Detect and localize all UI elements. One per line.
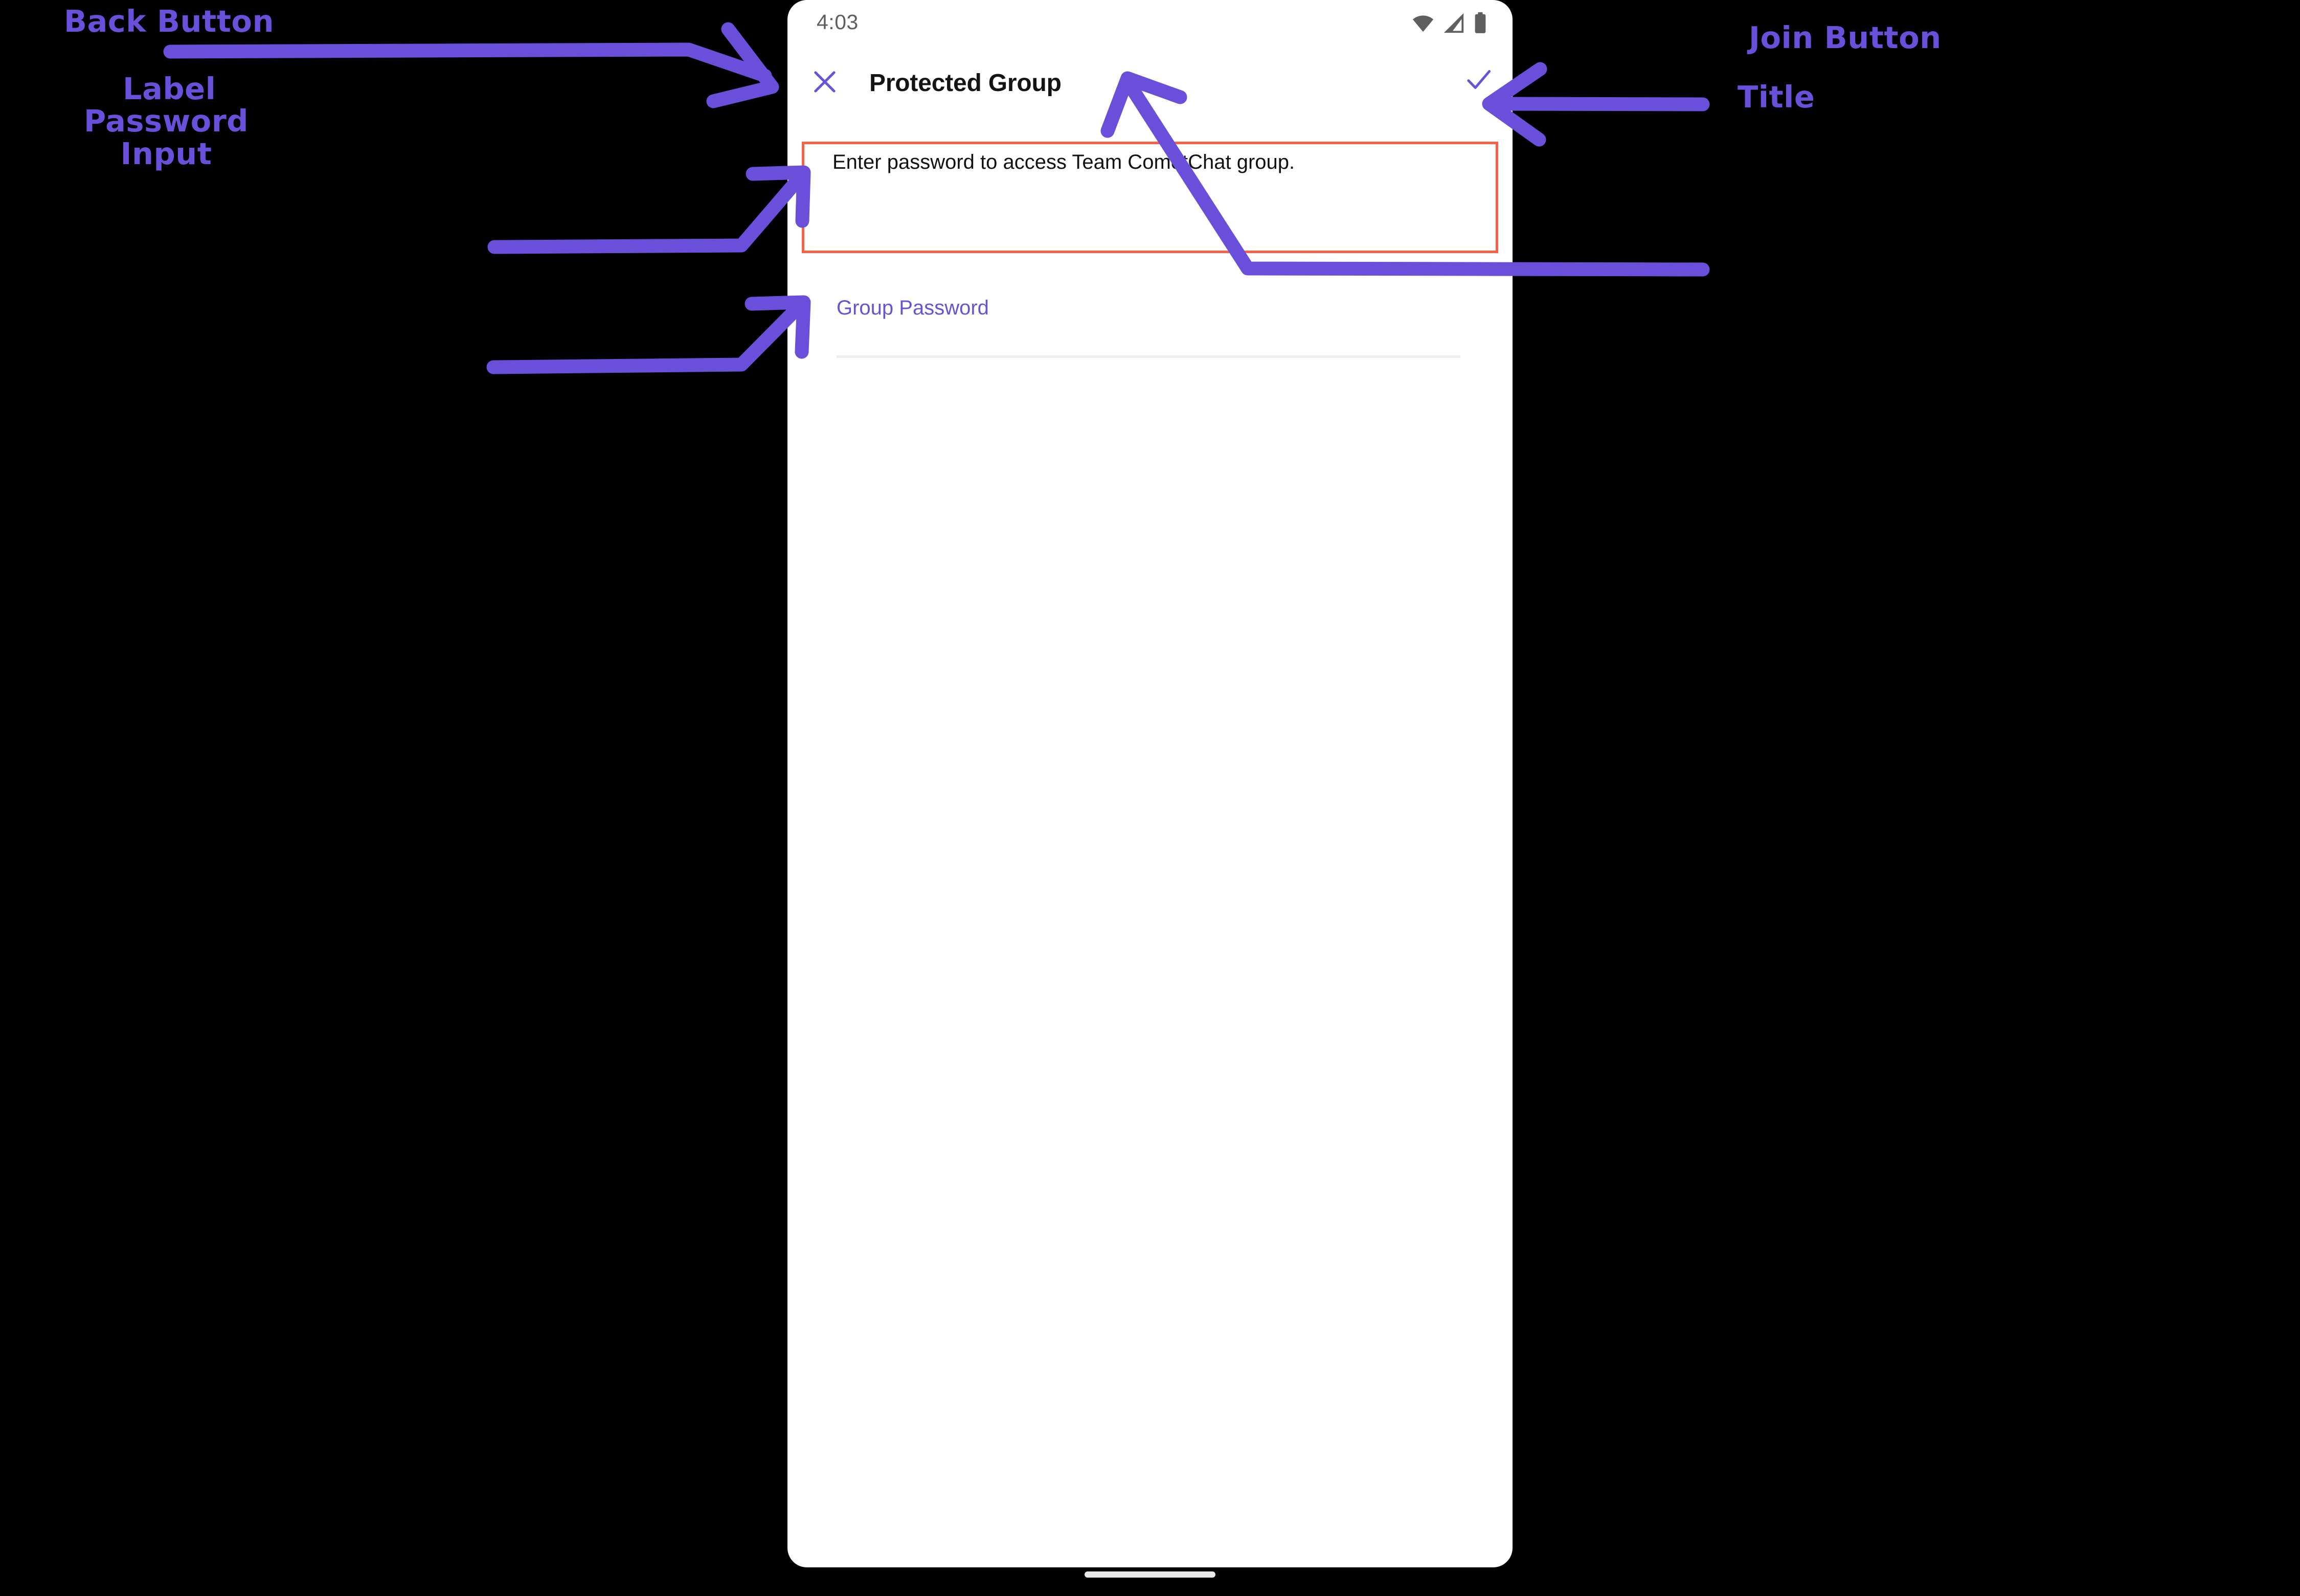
status-bar: 4:03 [787, 0, 1513, 44]
app-bar: Protected Group [787, 54, 1513, 110]
password-input-arrow [486, 295, 811, 374]
group-password-field[interactable]: Group Password [837, 294, 1460, 358]
annotation-join-button: Join Button [1749, 20, 1942, 55]
annotation-password-input: Password Input [83, 103, 249, 171]
annotation-label: Label [123, 71, 216, 106]
page-title: Protected Group [869, 69, 1062, 97]
home-gesture-pill[interactable] [1085, 1571, 1215, 1578]
phone-screen: 4:03 [787, 0, 1513, 1567]
wifi-icon [1411, 11, 1435, 37]
group-password-input[interactable] [837, 322, 1460, 352]
password-input-underline [837, 355, 1460, 358]
join-button-arrow [1482, 62, 1710, 147]
status-bar-clock: 4:03 [817, 10, 859, 34]
annotation-back-button: Back Button [64, 4, 274, 39]
join-button[interactable] [1459, 61, 1498, 100]
back-button[interactable] [805, 63, 844, 102]
password-description-label: Enter password to access Team CometChat … [832, 151, 1295, 173]
status-bar-icons [1411, 11, 1488, 37]
label-arrow [487, 165, 811, 254]
checkmark-icon [1463, 64, 1495, 98]
close-x-icon [810, 67, 840, 99]
cellular-signal-icon [1442, 11, 1465, 37]
battery-icon [1473, 11, 1488, 37]
back-button-arrow [163, 22, 779, 108]
annotation-title: Title [1738, 79, 1815, 115]
group-password-label: Group Password [837, 297, 989, 319]
